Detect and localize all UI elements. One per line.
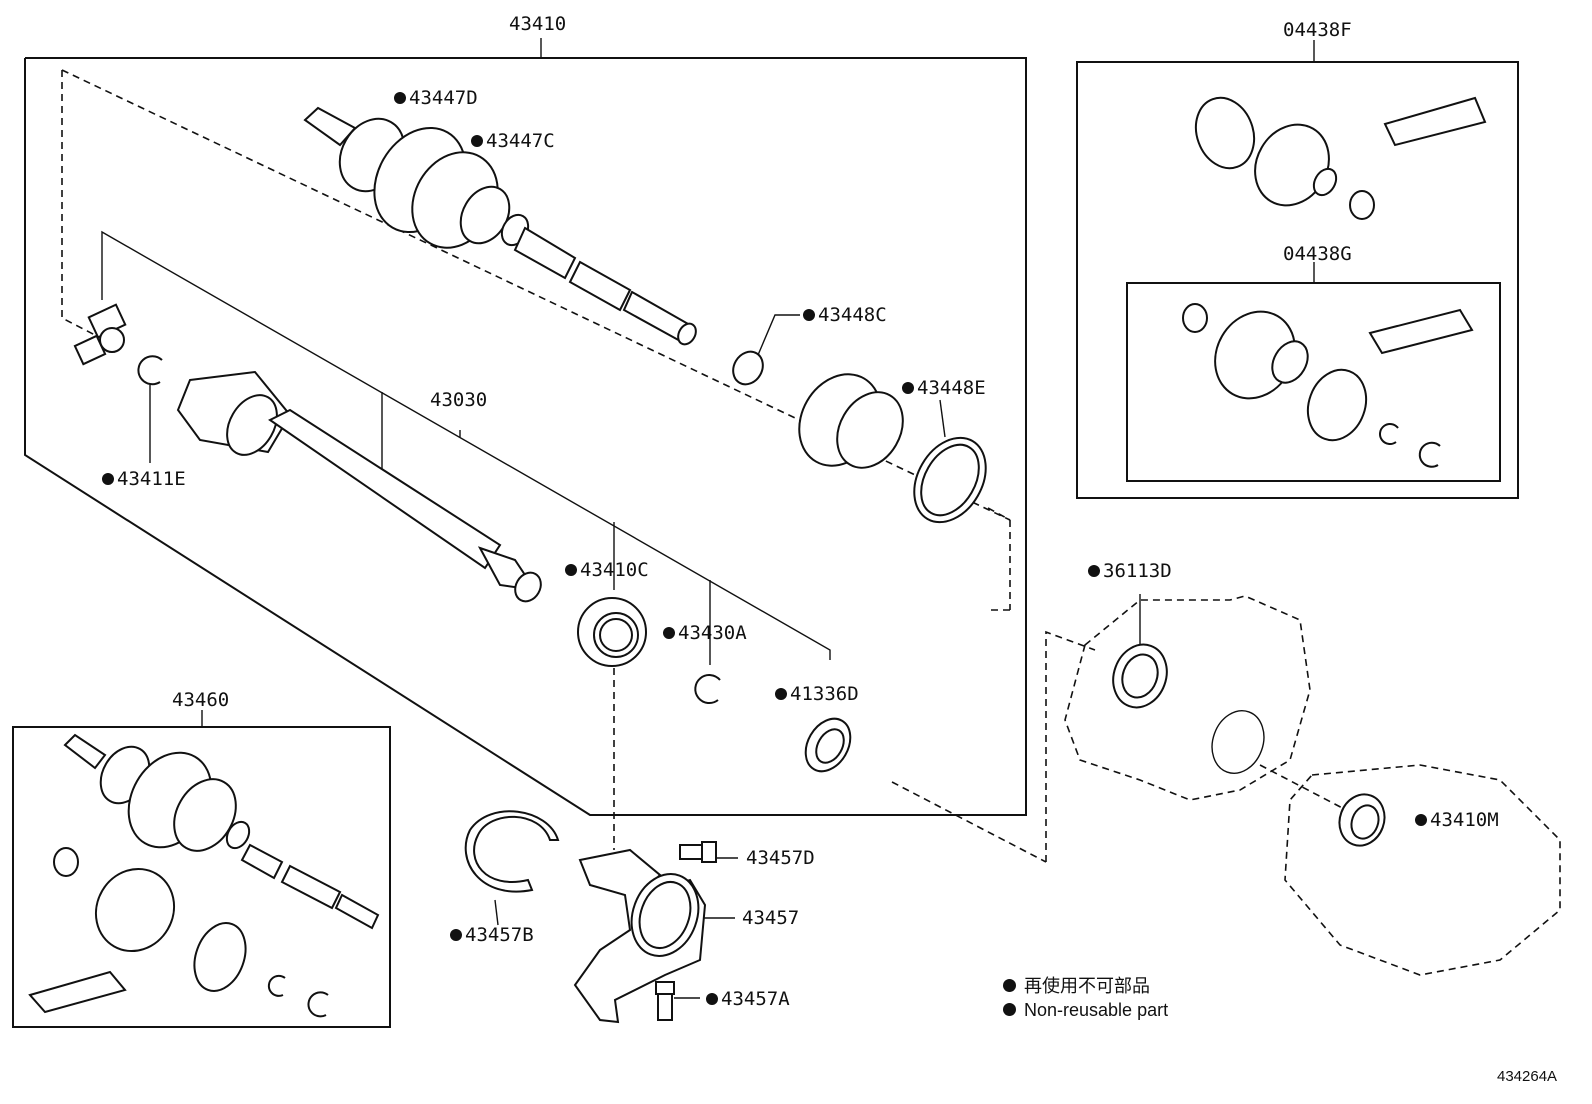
label-43457B: 43457B (450, 925, 534, 945)
label-text: 43457B (465, 924, 534, 946)
label-04438F: 04438F (1283, 19, 1352, 41)
label-43448C: 43448C (803, 305, 887, 325)
label-43460: 43460 (172, 689, 230, 711)
outer-cv-joint-shaft (303, 106, 697, 346)
label-text: 43410C (580, 559, 649, 581)
bearing-bracket-43457 (573, 848, 735, 1024)
inner-joint-shaft-43030 (176, 370, 542, 603)
label-text: 43410M (1430, 809, 1499, 831)
label-43410: 43410 (509, 13, 567, 35)
tripod-joint (73, 303, 127, 366)
non-reusable-dot (102, 473, 114, 485)
label-36113D: 36113D (1088, 561, 1172, 581)
diagram-code: 434264A (1497, 1068, 1558, 1085)
bolt-43457D (679, 841, 738, 863)
snap-ring-43430A (694, 674, 721, 705)
non-reusable-dot (663, 627, 675, 639)
label-text: 43448E (917, 377, 986, 399)
label-43410C: 43410C (565, 560, 649, 580)
oil-seal-41336D (804, 717, 1047, 863)
legend-text: Non-reusable part (1024, 1000, 1169, 1020)
non-reusable-dot (775, 688, 787, 700)
non-reusable-dot (1088, 565, 1100, 577)
label-text: 43447D (409, 87, 478, 109)
non-reusable-dot (902, 382, 914, 394)
label-41336D: 41336D (775, 684, 859, 704)
label-text: 43448C (818, 304, 887, 326)
transmission-case (1045, 594, 1561, 976)
sub-assembly-43030-outline (101, 230, 831, 665)
snap-ring-43457B (464, 810, 560, 926)
assembly-43460-outline (12, 710, 391, 1028)
label-text: 36113D (1103, 560, 1172, 582)
non-reusable-dot (1415, 814, 1427, 826)
legend-japanese: 再使用不可部品 (1003, 975, 1150, 997)
kit-04438G-outline (1126, 262, 1501, 482)
label-43030: 43030 (430, 389, 488, 411)
label-43457: 43457 (742, 907, 800, 929)
legend-text: 再使用不可部品 (1024, 976, 1150, 996)
kit-04438F-outline (1076, 40, 1519, 499)
label-text: 43457A (721, 988, 790, 1010)
bolt-43457A (655, 981, 700, 1021)
legend-dot (1003, 979, 1016, 992)
snap-ring-43411E (137, 355, 163, 463)
non-reusable-dot (706, 993, 718, 1005)
non-reusable-dot (450, 929, 462, 941)
label-43430A: 43430A (663, 623, 747, 643)
label-43411E: 43411E (102, 469, 186, 489)
label-43448E: 43448E (902, 378, 986, 398)
non-reusable-dot (471, 135, 483, 147)
non-reusable-dot (394, 92, 406, 104)
assembly-dashed-lines (61, 69, 1011, 611)
non-reusable-dot (565, 564, 577, 576)
bearing-43410C (577, 597, 647, 850)
label-43447C: 43447C (471, 131, 555, 151)
non-reusable-dot (803, 309, 815, 321)
assembly-43410-outline (24, 38, 1027, 816)
label-text: 41336D (790, 683, 859, 705)
label-43410M: 43410M (1415, 810, 1499, 830)
label-43457D: 43457D (746, 847, 815, 869)
label-text: 43447C (486, 130, 555, 152)
label-text: 43430A (678, 622, 747, 644)
boot-43448E (798, 373, 987, 524)
boot-clamp-43448C (732, 314, 800, 386)
label-43457A: 43457A (706, 989, 790, 1009)
legend-english: Non-reusable part (1003, 999, 1168, 1021)
label-text: 43411E (117, 468, 186, 490)
legend-dot (1003, 1003, 1016, 1016)
label-43447D: 43447D (394, 88, 478, 108)
label-04438G: 04438G (1283, 243, 1352, 265)
